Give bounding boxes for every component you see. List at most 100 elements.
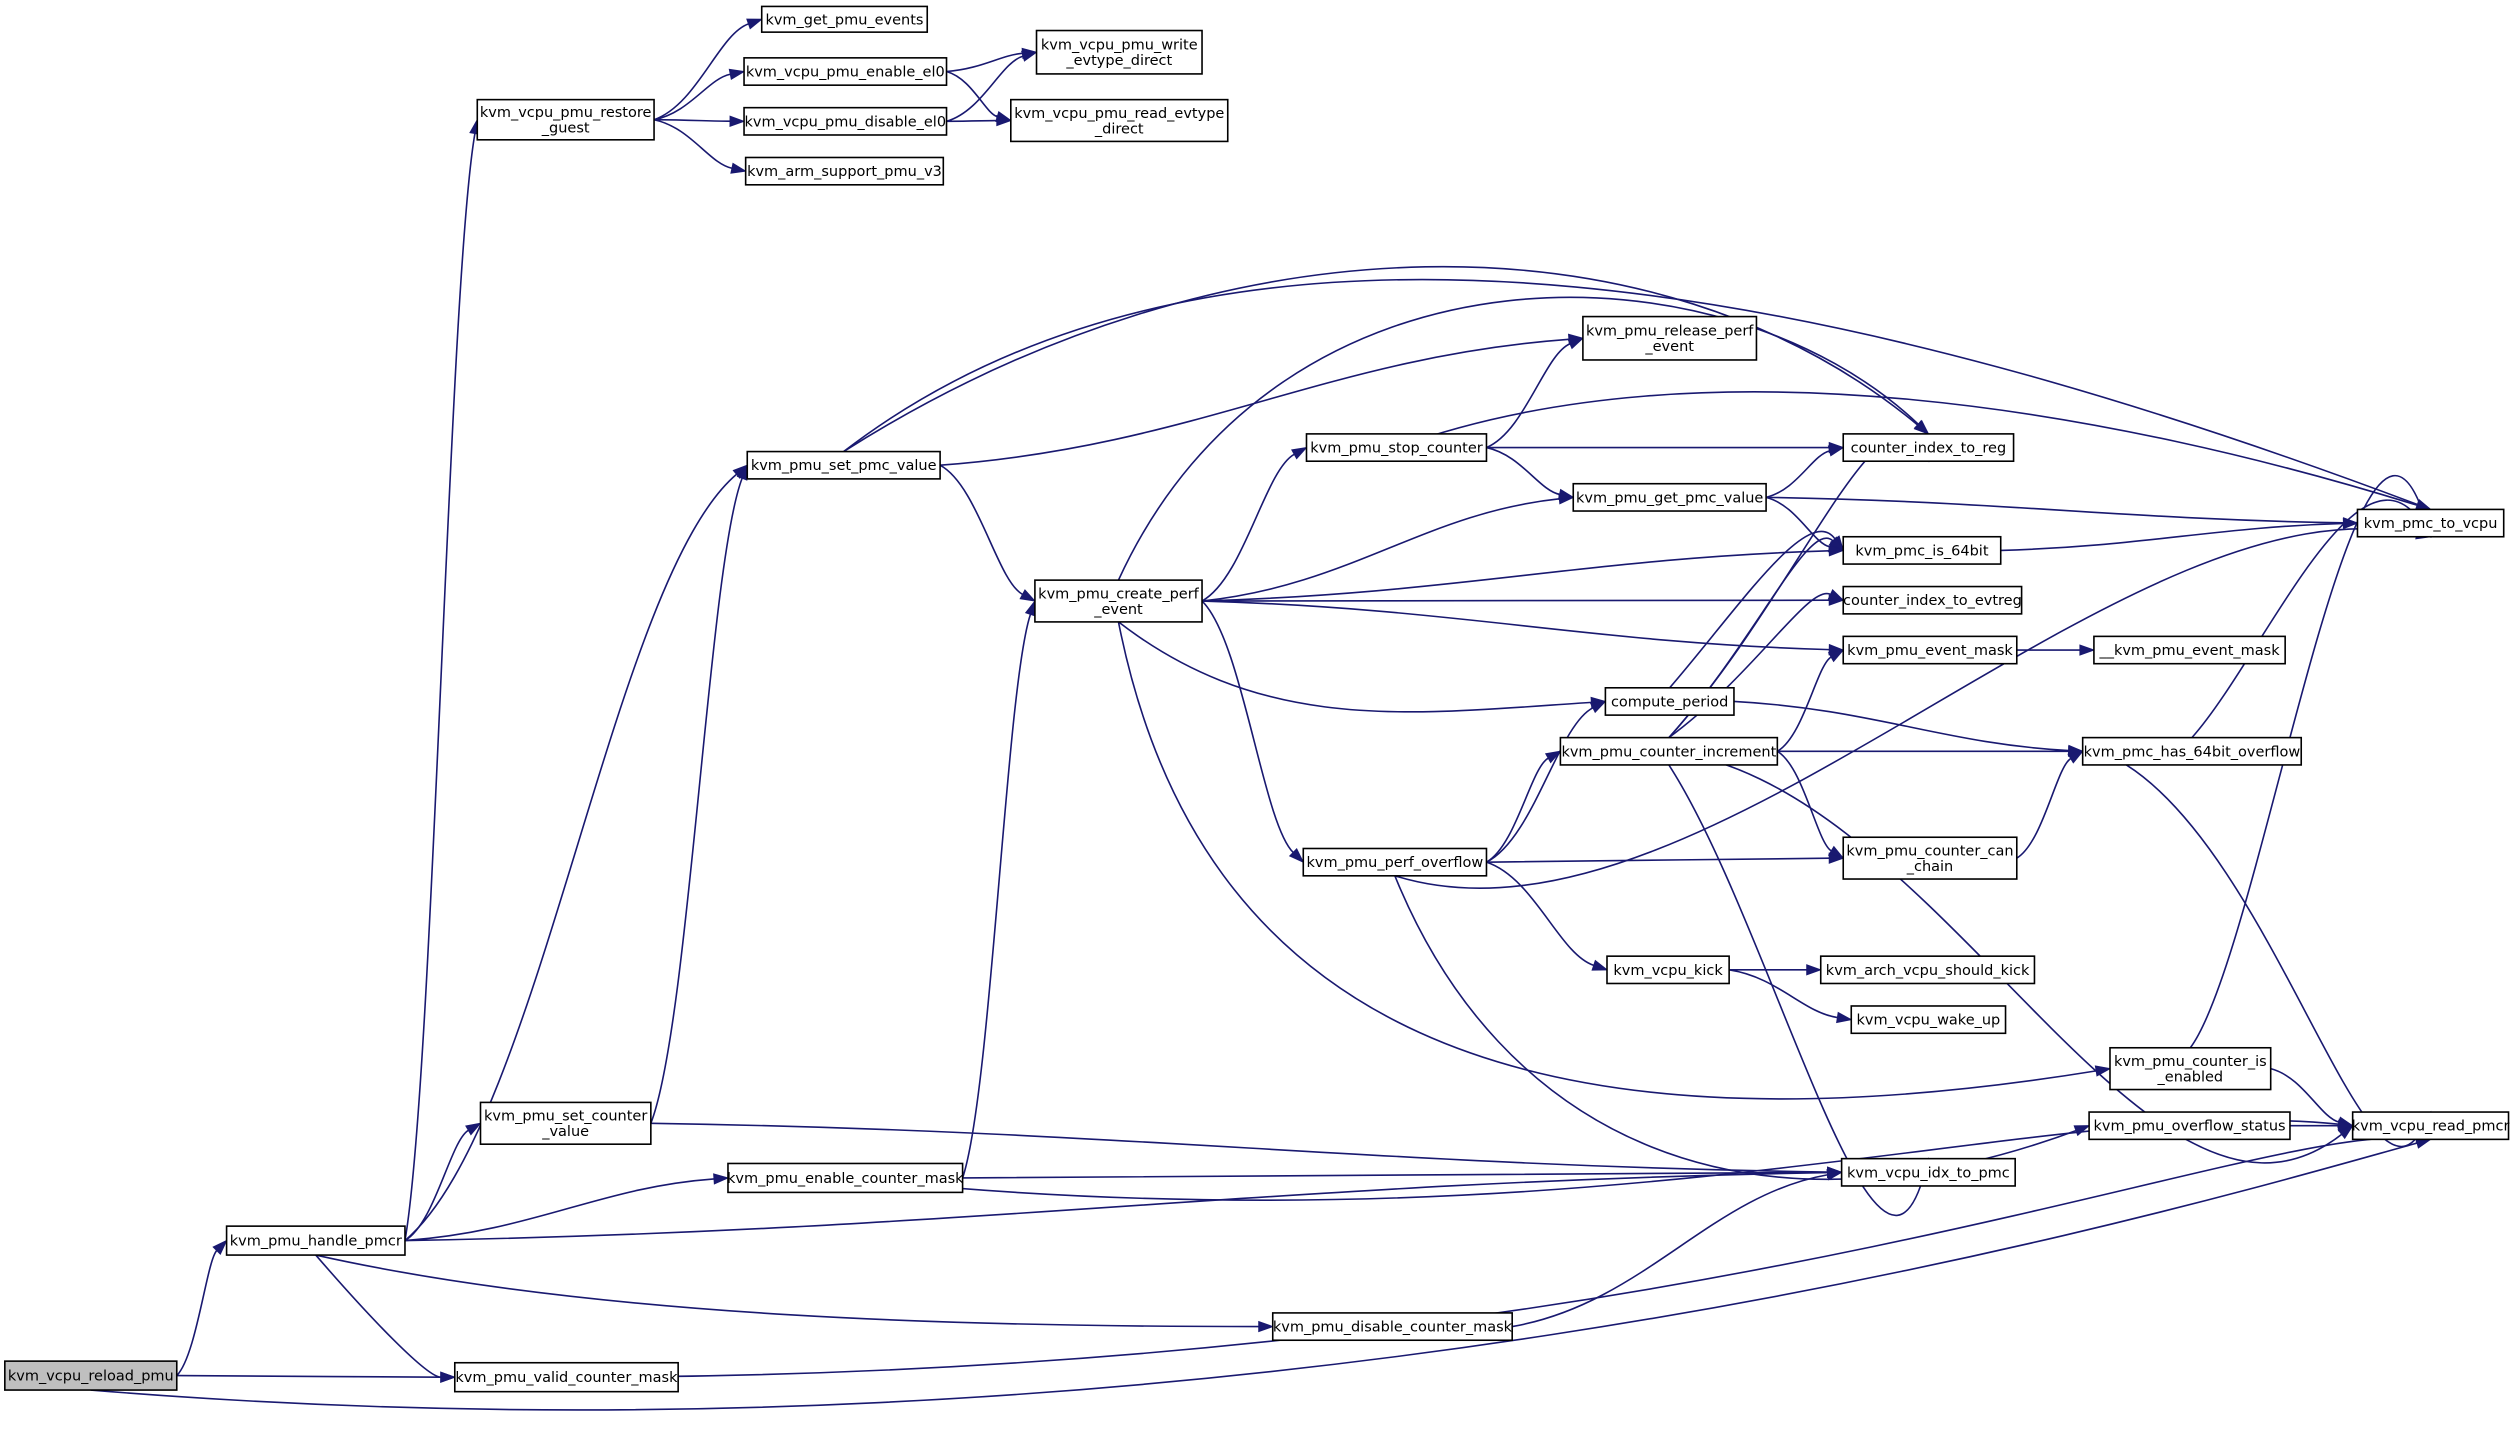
node-disable-el0[interactable]: kvm_vcpu_pmu_disable_el0 [743,106,948,136]
node-vcpu-kick[interactable]: kvm_vcpu_kick [1606,955,1730,985]
node-counter-increment[interactable]: kvm_pmu_counter_increment [1559,736,1779,766]
node-enable-mask[interactable]: kvm_pmu_enable_counter_mask [727,1162,964,1194]
node-read-evtype[interactable]: kvm_vcpu_pmu_read_evtype_direct [1010,98,1229,143]
node-label: kvm_get_pmu_events [765,12,923,28]
node-box [727,1162,964,1194]
node-box [1850,1005,2007,1035]
arrowhead-icon [1544,750,1562,764]
node-label: kvm_pmc_has_64bit_overflow [2084,744,2301,760]
node-set-pmc-value[interactable]: kvm_pmu_set_pmc_value [746,450,941,480]
node-box [453,1361,679,1393]
node-label: kvm_pmu_counter_can [1846,843,2013,859]
call-edge-counter_increment-to-can_chain [1776,750,1845,859]
edge-line [1486,343,1571,449]
node-label: kvm_pmu_event_mask [1847,643,2013,659]
call-edge-set_pmc_value-to-pmc_to_vcpu [843,278,2432,510]
call-edge-perf_overflow-to-compute_period [1486,700,1607,863]
node-box [1302,847,1488,877]
call-edge-can_chain-to-has_64bit_overflow [2016,750,2084,859]
edge-line [1117,296,1919,581]
node-is-enabled[interactable]: kvm_pmu_counter_is_enabled [2109,1046,2272,1091]
node-enable-el0[interactable]: kvm_vcpu_pmu_enable_el0 [743,57,948,86]
node-label: kvm_vcpu_pmu_write [1041,37,1198,53]
call-edge-handle_pmcr-to-idx_to_pmc [404,1166,1844,1242]
call-edge-handle_pmcr-to-set_counter_value [404,1122,482,1242]
node-wake-up[interactable]: kvm_vcpu_wake_up [1850,1005,2007,1035]
edge-line [1669,530,1836,689]
node-should-kick[interactable]: kvm_arch_vcpu_should_kick [1819,955,2036,985]
node-label: kvm_pmu_create_perf [1038,586,1199,602]
edge-line [962,1171,1828,1179]
edge-line [2270,1067,2340,1123]
edge-line [1486,857,1830,863]
arrowhead-icon [1828,536,1845,552]
node-label: _direct [1094,121,1144,137]
node-label: _evtype_direct [1065,53,1172,69]
node-release-perf[interactable]: kvm_pmu_release_perf_event [1582,315,1758,361]
arrowhead-icon [1826,1169,1844,1181]
node-disable-mask[interactable]: kvm_pmu_disable_counter_mask [1271,1312,1513,1342]
node-box [1842,836,2018,880]
node-label: kvm_vcpu_idx_to_pmc [1847,1165,2010,1181]
edge-line [566,1136,2417,1378]
edge-line [1117,621,1592,713]
node-box [1842,635,2018,665]
node-idx-to-pmc[interactable]: kvm_vcpu_idx_to_pmc [1840,1157,2016,1187]
node-box [744,156,945,186]
function-nodes: kvm_vcpu_reload_pmukvm_pmu_handle_pmcrkv… [4,5,2510,1393]
node-stop-counter[interactable]: kvm_pmu_stop_counter [1305,433,1488,463]
node-write-evtype[interactable]: kvm_vcpu_pmu_write_evtype_direct [1035,29,1203,75]
node-set-counter-value[interactable]: kvm_pmu_set_counter_value [479,1101,652,1145]
node-box [1842,535,2002,565]
call-edge-set_pmc_value-to-idx_to_reg [843,265,1930,453]
arrowhead-icon [1827,445,1845,457]
arrowhead-icon [440,1371,457,1383]
call-edge-overflow_status-to-read_pmcr [2289,1119,2355,1132]
node-overflow-status[interactable]: kvm_pmu_overflow_status [2088,1111,2291,1141]
node-label: kvm_vcpu_read_pmcr [2352,1119,2510,1135]
node-get-pmc-value[interactable]: kvm_pmu_get_pmc_value [1572,482,1767,512]
call-edge-handle_pmcr-to-restore_guest [404,118,481,1241]
call-edge-restore_guest-to-enable_el0 [653,68,746,121]
node-handle-pmcr[interactable]: kvm_pmu_handle_pmcr [225,1225,406,1256]
node-label: kvm_pmu_overflow_status [2093,1119,2285,1135]
arrowhead-icon [1557,488,1575,500]
arrowhead-icon [1591,959,1609,971]
node-compute-period[interactable]: compute_period [1604,686,1735,716]
node-support-v3[interactable]: kvm_arm_support_pmu_v3 [744,156,945,186]
node-get-pmu-events[interactable]: kvm_get_pmu_events [760,5,929,33]
call-edge-stop_counter-to-get_pmc_value [1486,446,1575,500]
node-restore-guest[interactable]: kvm_vcpu_pmu_restore_guest [476,98,655,141]
node-event-mask2[interactable]: __kvm_pmu_event_mask [2093,635,2286,665]
node-can-chain[interactable]: kvm_pmu_counter_can_chain [1842,836,2018,880]
arrowhead-icon [713,1173,730,1185]
call-edge-restore_guest-to-support_v3 [653,118,748,174]
node-reload[interactable]: kvm_vcpu_reload_pmu [4,1360,178,1391]
node-idx-to-evtreg[interactable]: counter_index_to_evtreg [1842,585,2023,615]
edge-line [843,278,2418,506]
node-pmc-to-vcpu[interactable]: kvm_pmc_to_vcpu [2356,508,2505,538]
node-valid-mask[interactable]: kvm_pmu_valid_counter_mask [453,1361,679,1393]
node-is-64bit[interactable]: kvm_pmc_is_64bit [1842,535,2002,565]
node-read-pmcr[interactable]: kvm_vcpu_read_pmcr [2352,1111,2510,1141]
edge-line [946,119,997,123]
node-event-mask[interactable]: kvm_pmu_event_mask [1842,635,2018,665]
arrowhead-icon [1288,847,1305,864]
node-box [760,5,929,33]
node-create-perf[interactable]: kvm_pmu_create_perf_event [1034,579,1203,623]
call-edge-vcpu_kick-to-should_kick [1729,964,1823,976]
call-edge-create_perf-to-event_mask [1202,600,1845,656]
node-box [1559,736,1779,766]
edge-line [1201,453,1295,602]
call-edge-set_counter_value-to-set_pmc_value [650,463,748,1124]
node-perf-overflow[interactable]: kvm_pmu_perf_overflow [1302,847,1488,877]
node-has-64bit-overflow[interactable]: kvm_pmc_has_64bit_overflow [2081,736,2303,766]
node-box [1034,579,1203,623]
node-box [4,1360,178,1391]
node-box [1842,585,2023,615]
node-box [225,1225,406,1256]
call-edge-reload-to-valid_mask [176,1371,457,1383]
node-idx-to-reg[interactable]: counter_index_to_reg [1842,433,2015,463]
node-box [476,98,655,141]
call-edge-get_pmc_value-to-pmc_to_vcpu [1766,496,2359,529]
